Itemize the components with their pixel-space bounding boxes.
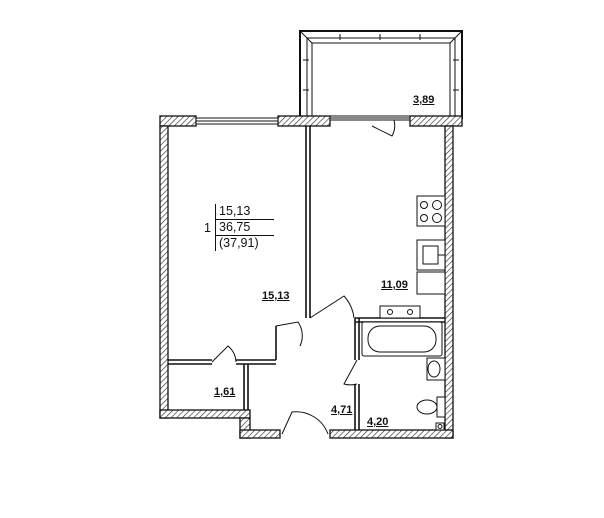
kitchen-fixtures — [416, 195, 446, 295]
stove-icon — [416, 195, 446, 227]
doors — [211, 119, 396, 435]
living-room-area-label: 15,13 — [262, 290, 290, 302]
balcony — [299, 30, 463, 119]
total-area: 36,75 — [216, 220, 274, 236]
toilet-icon — [436, 396, 446, 418]
towel-rail-icon — [379, 305, 421, 319]
wardrobe-area-label: 1,61 — [214, 386, 236, 398]
balcony-area-label: 3,89 — [413, 94, 435, 106]
interior-walls — [168, 126, 445, 430]
summary-table: 15,13 36,75 (37,91) — [215, 204, 274, 251]
apartment-room-count: 1 — [204, 221, 211, 235]
bathroom-fixtures — [361, 305, 446, 431]
hallway-area-label: 4,71 — [331, 404, 353, 416]
living-area-total: 15,13 — [216, 204, 274, 220]
bathroom-area-label: 4,20 — [367, 416, 389, 428]
total-area-with-balcony: (37,91) — [219, 236, 259, 250]
fridge-icon — [416, 271, 446, 295]
kitchen-area-label: 11,09 — [381, 279, 408, 291]
windows — [195, 115, 411, 125]
